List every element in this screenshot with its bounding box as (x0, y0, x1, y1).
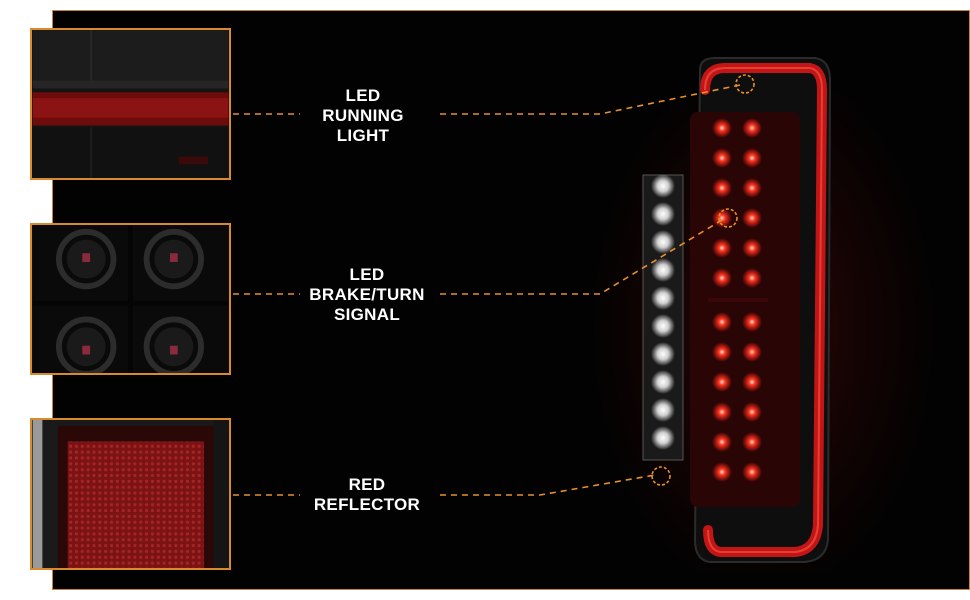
callout-brake-turn-line-3: SIGNAL (333, 305, 401, 324)
callout-reflector-line-1: RED (348, 475, 386, 494)
callout-running-light-line-2: RUNNING (322, 106, 404, 125)
running-light-closeup (30, 28, 231, 180)
callout-running-light-line-1: LED (345, 86, 381, 105)
callout-brake-turn: LED BRAKE/TURN SIGNAL (287, 265, 447, 325)
red-reflector-closeup (30, 418, 231, 570)
callout-reflector: RED REFLECTOR (287, 475, 447, 515)
callout-brake-turn-line-2: BRAKE/TURN (309, 285, 425, 304)
red-glow (573, 31, 953, 571)
brake-turn-closeup (30, 223, 231, 375)
callout-running-light: LED RUNNING LIGHT (283, 86, 443, 146)
callout-running-light-line-3: LIGHT (336, 126, 390, 145)
brake-turn-image (32, 225, 229, 373)
running-light-image (32, 30, 229, 178)
red-reflector-image (32, 420, 229, 568)
callout-reflector-line-2: REFLECTOR (313, 495, 421, 514)
callout-brake-turn-line-1: LED (349, 265, 385, 284)
